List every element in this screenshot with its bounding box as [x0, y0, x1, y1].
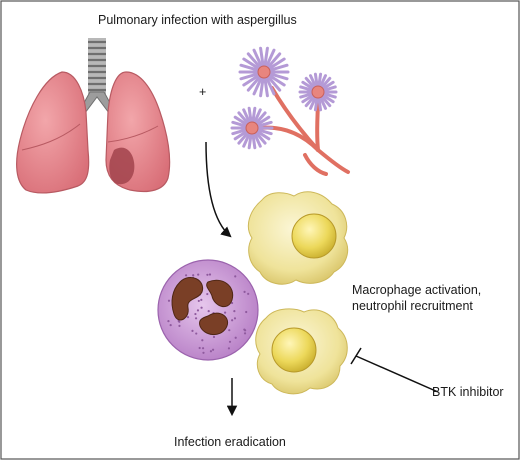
granule — [201, 339, 204, 342]
granule — [192, 274, 195, 277]
granule — [243, 332, 247, 335]
granule — [244, 329, 247, 332]
granule — [178, 320, 181, 323]
granule — [234, 336, 237, 339]
infected-lung-region — [109, 147, 135, 185]
granule — [230, 301, 234, 305]
neutrophil-recruitment-label: neutrophil recruitment — [352, 299, 473, 313]
granule — [209, 350, 213, 353]
granule — [200, 306, 203, 309]
granule — [207, 310, 210, 313]
figure-title: Pulmonary infection with aspergillus — [98, 13, 297, 27]
granule — [227, 347, 231, 350]
macrophage-activation-label: Macrophage activation, — [352, 283, 482, 297]
plus-sign: + — [199, 85, 207, 99]
granule — [169, 324, 172, 327]
granule — [197, 273, 200, 276]
granule — [247, 292, 250, 295]
granule — [186, 316, 190, 319]
granule — [200, 298, 203, 301]
granule — [167, 320, 170, 323]
macrophage-bottom — [255, 308, 348, 395]
btk-inhibition-line — [350, 347, 439, 393]
granule — [208, 273, 212, 276]
granule — [233, 317, 237, 320]
granule — [201, 347, 205, 350]
granule — [198, 346, 201, 350]
granule — [194, 317, 198, 320]
infection-eradication-label: Infection eradication — [174, 435, 286, 449]
granule — [178, 324, 181, 327]
granule — [228, 329, 231, 332]
conidial-head — [298, 72, 338, 112]
granule — [196, 309, 200, 312]
granule — [167, 299, 171, 302]
neutrophil-nucleus — [171, 277, 204, 321]
granule — [191, 329, 194, 332]
granule — [245, 310, 248, 314]
granule — [206, 292, 209, 296]
granule — [206, 273, 209, 276]
macrophage-bottom-nucleus — [271, 327, 317, 373]
conidial-head — [230, 106, 274, 150]
macrophage-top — [247, 191, 349, 285]
granule — [223, 311, 227, 314]
granule — [184, 274, 188, 277]
btk-inhibitor-label: BTK inhibitor — [432, 385, 504, 399]
granule — [212, 335, 216, 339]
arrow-to-macrophages — [205, 141, 232, 238]
granule — [233, 310, 236, 313]
neutrophil — [157, 259, 259, 361]
granule — [211, 348, 215, 351]
granule — [202, 351, 205, 354]
macrophage-top-nucleus — [291, 213, 337, 259]
granule — [243, 290, 246, 293]
granule — [228, 340, 232, 343]
left-lung — [16, 71, 90, 194]
aspergillus-fungus — [230, 46, 338, 150]
granule — [234, 275, 237, 278]
granule — [231, 319, 234, 322]
granule — [194, 312, 197, 316]
granule — [197, 299, 200, 303]
right-lung — [105, 71, 171, 193]
conidial-head — [238, 46, 290, 98]
granule — [195, 332, 198, 335]
